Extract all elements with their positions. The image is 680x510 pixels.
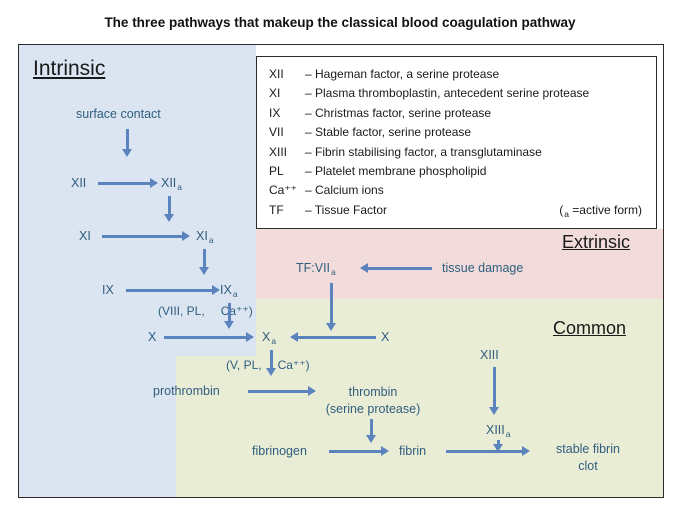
coagulation-diagram: XII – Hageman factor, a serine protease … (18, 44, 664, 498)
node-x-right: X (381, 330, 390, 344)
cofactor-v-left: (V, PL, (226, 358, 262, 372)
arrow-xii-to-xiia (98, 182, 150, 185)
node-ixa: IXa (220, 283, 238, 299)
legend-abbr: XI (269, 86, 281, 101)
node-xiii: XIII (480, 348, 499, 362)
legend-row: Ca⁺⁺ – Calcium ions (269, 181, 646, 200)
node-fibrin: fibrin (399, 444, 427, 458)
extrinsic-region (256, 229, 663, 299)
node-ixa-base: IX (220, 283, 232, 297)
arrow-tissue-damage-to-tfviia (368, 267, 432, 270)
arrow-fibrinogen-to-fibrin (329, 450, 381, 453)
node-xa: Xa (262, 330, 276, 346)
subscript-a: a (177, 182, 183, 192)
node-tissue-damage: tissue damage (442, 261, 524, 275)
legend-desc: – Tissue Factor (305, 202, 388, 217)
legend-row: IX – Christmas factor, serine protease (269, 104, 646, 123)
arrow-xia-down (203, 249, 206, 267)
node-prothrombin: prothrombin (153, 384, 220, 398)
legend-abbr: XIII (269, 144, 288, 159)
node-xia-base: XI (196, 229, 208, 243)
subscript-a: a (505, 429, 511, 439)
legend-abbr: XII (269, 67, 284, 81)
arrow-prothrombin-to-thrombin (248, 390, 308, 393)
legend-abbr: TF (269, 202, 284, 217)
legend-abbr: PL (269, 164, 284, 179)
label-cofactor-v: (V, PL, Ca⁺⁺) (226, 358, 310, 372)
intrinsic-heading: Intrinsic (33, 57, 106, 80)
node-xia: XIa (196, 229, 214, 245)
arrow-surface-to-xii (126, 129, 129, 149)
node-xiiia-base: XIII (486, 423, 505, 437)
common-heading: Common (553, 318, 627, 338)
node-xi: XI (79, 229, 91, 243)
legend-abbr: VII (269, 125, 284, 140)
node-thrombin-note: (serine protease) (325, 402, 421, 416)
cofactor-v-right: Ca⁺⁺) (277, 358, 310, 372)
extrinsic-heading: Extrinsic (562, 232, 631, 252)
common-region (256, 299, 663, 497)
note-rest: =active form) (568, 202, 642, 217)
subscript-a: a (331, 267, 336, 277)
subscript-a: a (271, 336, 277, 346)
arrow-ixa-to-x-activation (228, 303, 231, 321)
legend-row: VII – Stable factor, serine protease (269, 123, 646, 142)
cofactor-viii-left: (VIII, PL, (158, 304, 205, 318)
node-surface-contact: surface contact (76, 107, 161, 121)
common-region-extension (176, 356, 256, 497)
node-tf-viia-base: TF:VII (296, 261, 331, 275)
legend-row: XIII – Fibrin stabilising factor, a tran… (269, 143, 646, 162)
legend-row: PL – Platelet membrane phospholipid (269, 162, 646, 181)
arrow-xiii-down (493, 367, 496, 407)
legend-desc: – Platelet membrane phospholipid (305, 164, 487, 179)
page-title: The three pathways that makeup the class… (104, 15, 576, 30)
arrow-ix-to-ixa (126, 289, 212, 292)
cofactor-viii-right: Ca⁺⁺) (220, 304, 253, 318)
node-xa-base: X (262, 330, 271, 344)
legend-desc: – Plasma thromboplastin, antecedent seri… (305, 86, 590, 101)
legend-desc: – Fibrin stabilising factor, a transglut… (305, 144, 542, 159)
note-open: ( (559, 202, 564, 217)
active-form-note: (a =active form) (559, 201, 646, 224)
arrow-xiiia-down (497, 440, 500, 444)
arrow-fibrin-to-clot (446, 450, 522, 453)
note-subscript-a: a (564, 208, 569, 219)
node-xiia: XIIa (161, 176, 182, 192)
subscript-a: a (208, 235, 214, 245)
node-xiia-base: XII (161, 176, 177, 190)
node-ix: IX (102, 283, 114, 297)
legend-desc: – Hageman factor, a serine protease (305, 67, 500, 81)
arrow-xa-down (270, 350, 273, 368)
node-x-left: X (148, 330, 157, 344)
arrow-xiia-down (168, 196, 171, 214)
node-stable-fibrin-clot: stable fibrin clot (527, 441, 649, 475)
legend-desc: – Stable factor, serine protease (305, 125, 472, 140)
arrow-x-right-to-xa (298, 336, 376, 339)
arrow-thrombin-down (370, 419, 373, 435)
node-xii: XII (71, 176, 87, 190)
node-fibrinogen: fibrinogen (252, 444, 307, 458)
arrow-tfviia-down (330, 283, 333, 323)
arrow-xi-to-xia (102, 235, 182, 238)
stable-clot-line1: stable fibrin (556, 442, 620, 456)
arrow-x-to-xa (164, 336, 246, 339)
legend-desc: – Calcium ions (305, 183, 384, 198)
legend-row: TF – Tissue Factor (a =active form) (269, 201, 646, 224)
legend-box: XII – Hageman factor, a serine protease … (256, 56, 657, 229)
node-xiiia: XIIIa (486, 423, 511, 439)
node-thrombin-label: thrombin (348, 385, 398, 399)
label-cofactor-viii: (VIII, PL, Ca⁺⁺) (158, 304, 253, 318)
node-thrombin: thrombin (serine protease) (309, 384, 437, 418)
node-tf-viia: TF:VIIa (296, 261, 336, 277)
legend-desc: – Christmas factor, serine protease (305, 105, 492, 120)
stable-clot-line2: clot (578, 459, 598, 473)
legend-row: XI – Plasma thromboplastin, antecedent s… (269, 84, 646, 103)
legend-abbr: IX (269, 105, 281, 120)
subscript-a: a (232, 289, 238, 299)
legend-abbr: Ca⁺⁺ (269, 183, 298, 198)
legend-row: XII – Hageman factor, a serine protease (269, 65, 646, 84)
